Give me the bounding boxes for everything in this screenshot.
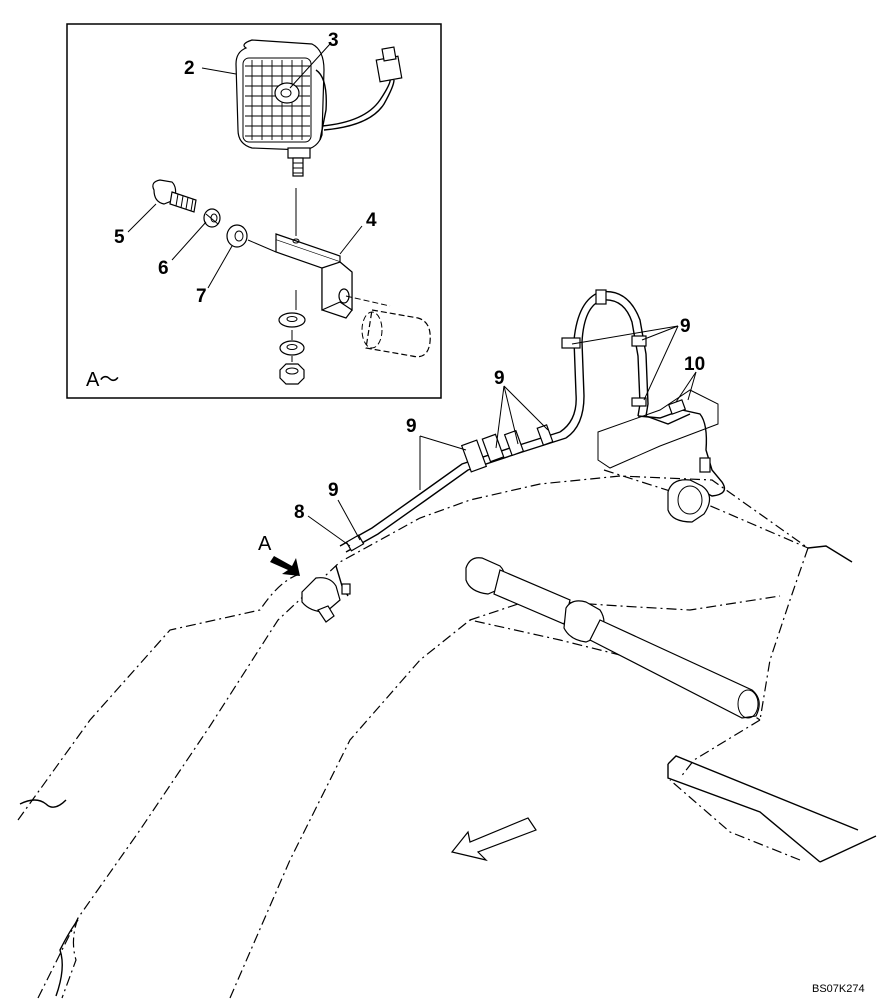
wire-harness	[339, 290, 726, 553]
callout-9-rear: 9	[680, 316, 691, 337]
callout-6: 6	[158, 258, 169, 279]
cab-connector-panel	[597, 389, 719, 473]
structure-outline	[19, 545, 877, 997]
washer-nut-stack	[278, 312, 306, 385]
callout-7: 7	[196, 286, 207, 307]
view-arrow-icon	[270, 556, 300, 576]
harness-clamps	[345, 289, 647, 552]
callout-2: 2	[184, 58, 195, 79]
callout-9-upper: 9	[494, 368, 505, 389]
callout-4: 4	[366, 210, 377, 231]
detail-view-label: A～	[86, 369, 119, 391]
view-arrow-label: A	[258, 533, 272, 555]
lamp-cable-connector	[321, 46, 403, 131]
cab-round-light	[667, 479, 711, 523]
callout-9-mid: 9	[406, 416, 417, 437]
main-leaders	[307, 325, 697, 547]
lamp-bracket	[275, 233, 353, 319]
work-lamp	[235, 39, 327, 177]
boom-work-lamp	[301, 565, 351, 623]
detail-leaders	[127, 43, 363, 289]
mounting-stub	[345, 295, 431, 358]
callout-5: 5	[114, 227, 125, 248]
spring-washer	[203, 208, 221, 228]
callout-3: 3	[328, 30, 339, 51]
boom-cylinder	[465, 557, 760, 719]
boom-outline	[17, 469, 809, 999]
reference-code: BS07K274	[812, 983, 865, 995]
flat-washer	[226, 224, 248, 248]
detail-view-frame	[66, 23, 442, 399]
direction-arrow-icon	[450, 817, 537, 862]
callout-10: 10	[684, 354, 705, 375]
callout-8: 8	[294, 502, 305, 523]
bolt	[152, 179, 197, 213]
callout-9-front: 9	[328, 480, 339, 501]
